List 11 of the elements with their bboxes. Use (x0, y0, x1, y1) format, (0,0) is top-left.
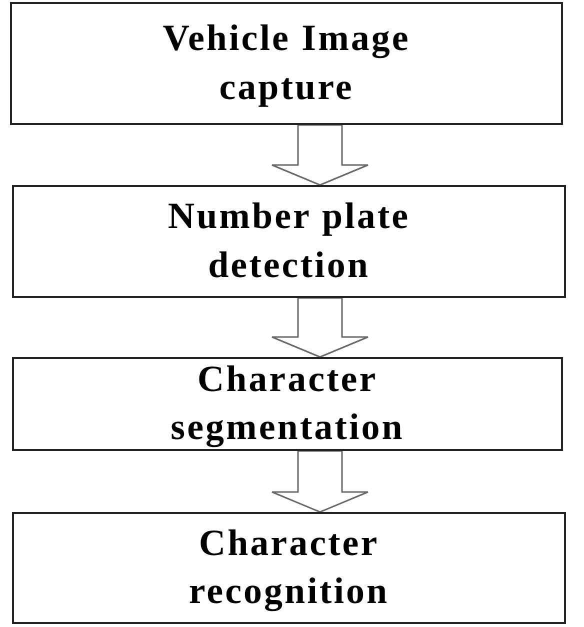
box-label: Vehicle Image capture (162, 17, 412, 110)
block-arrow (271, 124, 369, 186)
process-box (10, 2, 563, 125)
box-label: Character recognition (188, 522, 390, 614)
process-box (12, 357, 563, 451)
process-box (12, 512, 566, 624)
block-arrow (271, 450, 369, 513)
block-arrow (271, 297, 369, 358)
process-box (12, 185, 566, 298)
box-label: Character segmentation (170, 358, 406, 450)
box-label: Number plate detection (166, 195, 412, 288)
